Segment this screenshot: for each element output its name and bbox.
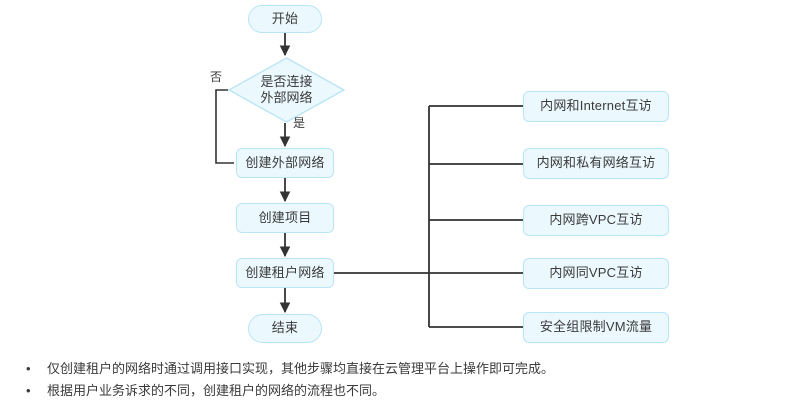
bullet-icon: • (26, 361, 31, 376)
node-create-tenant-network-label: 创建租户网络 (245, 264, 325, 280)
edge-label-no-text: 否 (210, 70, 223, 84)
node-create-project-label: 创建项目 (258, 209, 312, 225)
branch-private-network-access[interactable]: 内网和私有网络互访 (523, 148, 669, 179)
branch-same-vpc-access[interactable]: 内网同VPC互访 (523, 258, 669, 289)
branch-cross-vpc-access[interactable]: 内网跨VPC互访 (523, 205, 669, 236)
notes-list: • 仅创建租户的网络时通过调用接口实现，其他步骤均直接在云管理平台上操作即可完成… (0, 358, 788, 402)
bullet-icon: • (26, 383, 31, 398)
edge-label-yes-text: 是 (293, 116, 306, 130)
node-end[interactable]: 结束 (248, 314, 322, 343)
branch-cross-vpc-access-label: 内网跨VPC互访 (549, 212, 643, 228)
note-text: 根据用户业务诉求的不同，创建租户的网络的流程也不同。 (47, 383, 386, 398)
branch-internet-access-label: 内网和Internet互访 (540, 98, 652, 114)
branch-internet-access[interactable]: 内网和Internet互访 (523, 91, 669, 122)
note-item: • 根据用户业务诉求的不同，创建租户的网络的流程也不同。 (0, 380, 788, 402)
node-start-label: 开始 (271, 10, 299, 26)
branch-security-group-vm-traffic-label: 安全组限制VM流量 (539, 319, 653, 335)
branch-security-group-vm-traffic[interactable]: 安全组限制VM流量 (523, 312, 669, 343)
node-create-project[interactable]: 创建项目 (236, 203, 334, 233)
node-create-external-network[interactable]: 创建外部网络 (236, 148, 334, 178)
note-text: 仅创建租户的网络时通过调用接口实现，其他步骤均直接在云管理平台上操作即可完成。 (47, 361, 555, 376)
node-decision-connect-external-network[interactable]: 是否连接 外部网络 (228, 57, 345, 123)
note-item: • 仅创建租户的网络时通过调用接口实现，其他步骤均直接在云管理平台上操作即可完成… (0, 358, 788, 380)
edge-label-no: 否 (210, 68, 222, 85)
edge-label-yes: 是 (293, 114, 305, 131)
node-create-tenant-network[interactable]: 创建租户网络 (236, 258, 334, 288)
node-create-external-network-label: 创建外部网络 (245, 154, 325, 170)
node-end-label: 结束 (271, 320, 299, 336)
node-decision-label: 是否连接 外部网络 (260, 73, 313, 105)
diamond-shape (228, 57, 345, 123)
branch-same-vpc-access-label: 内网同VPC互访 (549, 265, 643, 281)
branch-private-network-access-label: 内网和私有网络互访 (536, 155, 656, 171)
node-start[interactable]: 开始 (248, 5, 322, 33)
